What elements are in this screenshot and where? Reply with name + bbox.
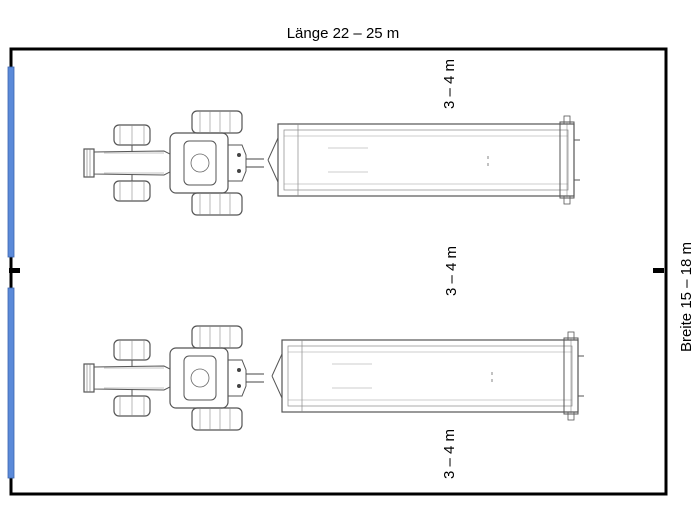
trailer-2 <box>271 331 585 421</box>
tractor-1 <box>83 110 265 216</box>
gap-label-middle: 3 – 4 m <box>443 245 460 297</box>
gap-label-top: 3 – 4 m <box>441 58 458 110</box>
gap-label-bottom: 3 – 4 m <box>441 428 458 480</box>
left-wall-marker <box>9 268 20 273</box>
hall-length-label: Länge 22 – 25 m <box>286 25 400 42</box>
hall-width-label: Breite 15 – 18 m <box>678 241 695 353</box>
tractor-with-trailer-1 <box>83 110 581 216</box>
tractor-with-trailer-2 <box>83 325 585 431</box>
right-wall-marker <box>653 268 664 273</box>
gate-left-top <box>7 66 15 258</box>
trailer-1 <box>267 115 581 205</box>
gate-left-bottom <box>7 287 15 479</box>
tractor-2 <box>83 325 265 431</box>
